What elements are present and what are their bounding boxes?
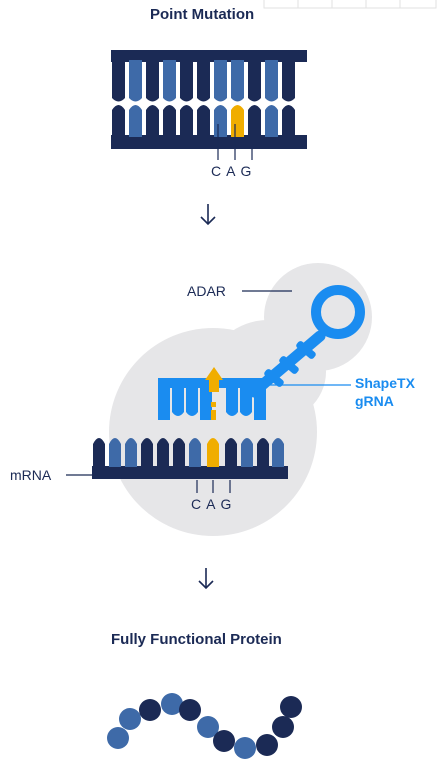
mrna-backbone (92, 466, 288, 479)
mrna-label: mRNA (10, 467, 52, 483)
functional-protein-title: Fully Functional Protein (111, 631, 282, 648)
shapetx-label: ShapeTX (355, 375, 415, 391)
point-mutation-title: Point Mutation (150, 6, 255, 23)
dna-backbone-bottom (111, 135, 307, 149)
grna-label: gRNA (355, 393, 394, 409)
mrna-bases (93, 438, 284, 467)
adar-label: ADAR (187, 283, 226, 299)
codon-label-top: CAG (211, 163, 257, 179)
codon-label-bottom: CAG (191, 496, 237, 512)
edit-arrow-icon (205, 367, 223, 392)
dna-backbone-top (111, 50, 307, 62)
